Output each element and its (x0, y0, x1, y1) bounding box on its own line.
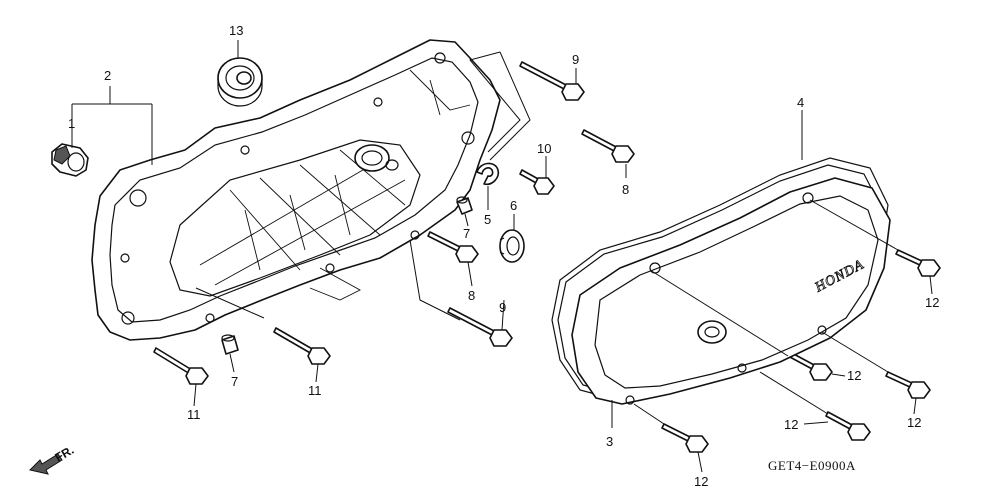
bolt-11-left-shank (153, 347, 193, 375)
callout-3: 3 (606, 434, 613, 449)
bolt-10-head (533, 177, 555, 195)
bearing-13 (217, 57, 263, 107)
callout-9-upper: 9 (572, 52, 579, 67)
front-direction-indicator: FR. (29, 443, 76, 475)
callout-12-e: 12 (694, 474, 708, 489)
bolt-8-upper-head (611, 145, 635, 163)
callout-12-a: 12 (925, 295, 939, 310)
callout-12-d: 12 (784, 417, 798, 432)
callout-10: 10 (537, 141, 551, 156)
left-crankcase-cover (91, 39, 501, 341)
bolt-9-lower-head (489, 329, 513, 347)
bolt-12-c-head (907, 381, 931, 399)
callout-numbers: 2 1 13 9 8 10 5 6 7 8 9 7 11 11 4 12 12 … (68, 23, 939, 489)
dowel-pin-7-lower (221, 334, 239, 355)
callout-6: 6 (510, 198, 517, 213)
callout-8-middle: 8 (468, 288, 475, 303)
callout-9-lower: 9 (499, 300, 506, 315)
bolt-9-upper-shank (519, 61, 569, 91)
bolt-9-upper-head (561, 83, 585, 101)
callout-7-upper: 7 (463, 226, 470, 241)
front-arrow-icon (29, 453, 63, 475)
callout-12-b: 12 (847, 368, 861, 383)
bolt-8-upper-shank (581, 129, 619, 153)
callout-2: 2 (104, 68, 111, 83)
bolt-11-middle-head (307, 347, 331, 365)
callout-11-middle: 11 (308, 383, 322, 398)
bolt-9-lower-shank (447, 307, 497, 337)
bolt-12-e-head (685, 435, 709, 453)
diagram-code: GET4−E0900A (768, 458, 856, 473)
dowel-pin-7-upper (456, 196, 473, 215)
bolt-8-middle-shank (427, 231, 463, 253)
oil-seal-6 (499, 229, 525, 263)
damper-1 (51, 143, 89, 177)
bolt-8-middle-head (455, 245, 479, 263)
callout-12-c: 12 (907, 415, 921, 430)
callout-1: 1 (68, 116, 75, 131)
callout-11-left: 11 (187, 407, 201, 422)
bolt-12-b-head (809, 363, 833, 381)
bolts (153, 61, 941, 453)
callout-13: 13 (229, 23, 243, 38)
callout-8-upper: 8 (622, 182, 629, 197)
leader-lines (71, 40, 933, 473)
bolt-12-a-head (917, 259, 941, 277)
callout-4: 4 (797, 95, 804, 110)
callout-7-lower: 7 (231, 374, 238, 389)
bolt-11-left-head (185, 367, 209, 385)
left-side-cover: HONDA (571, 177, 891, 405)
bolt-11-middle-shank (273, 327, 315, 355)
clip-5 (476, 162, 500, 186)
bolt-12-d-head (847, 423, 871, 441)
callout-5: 5 (484, 212, 491, 227)
